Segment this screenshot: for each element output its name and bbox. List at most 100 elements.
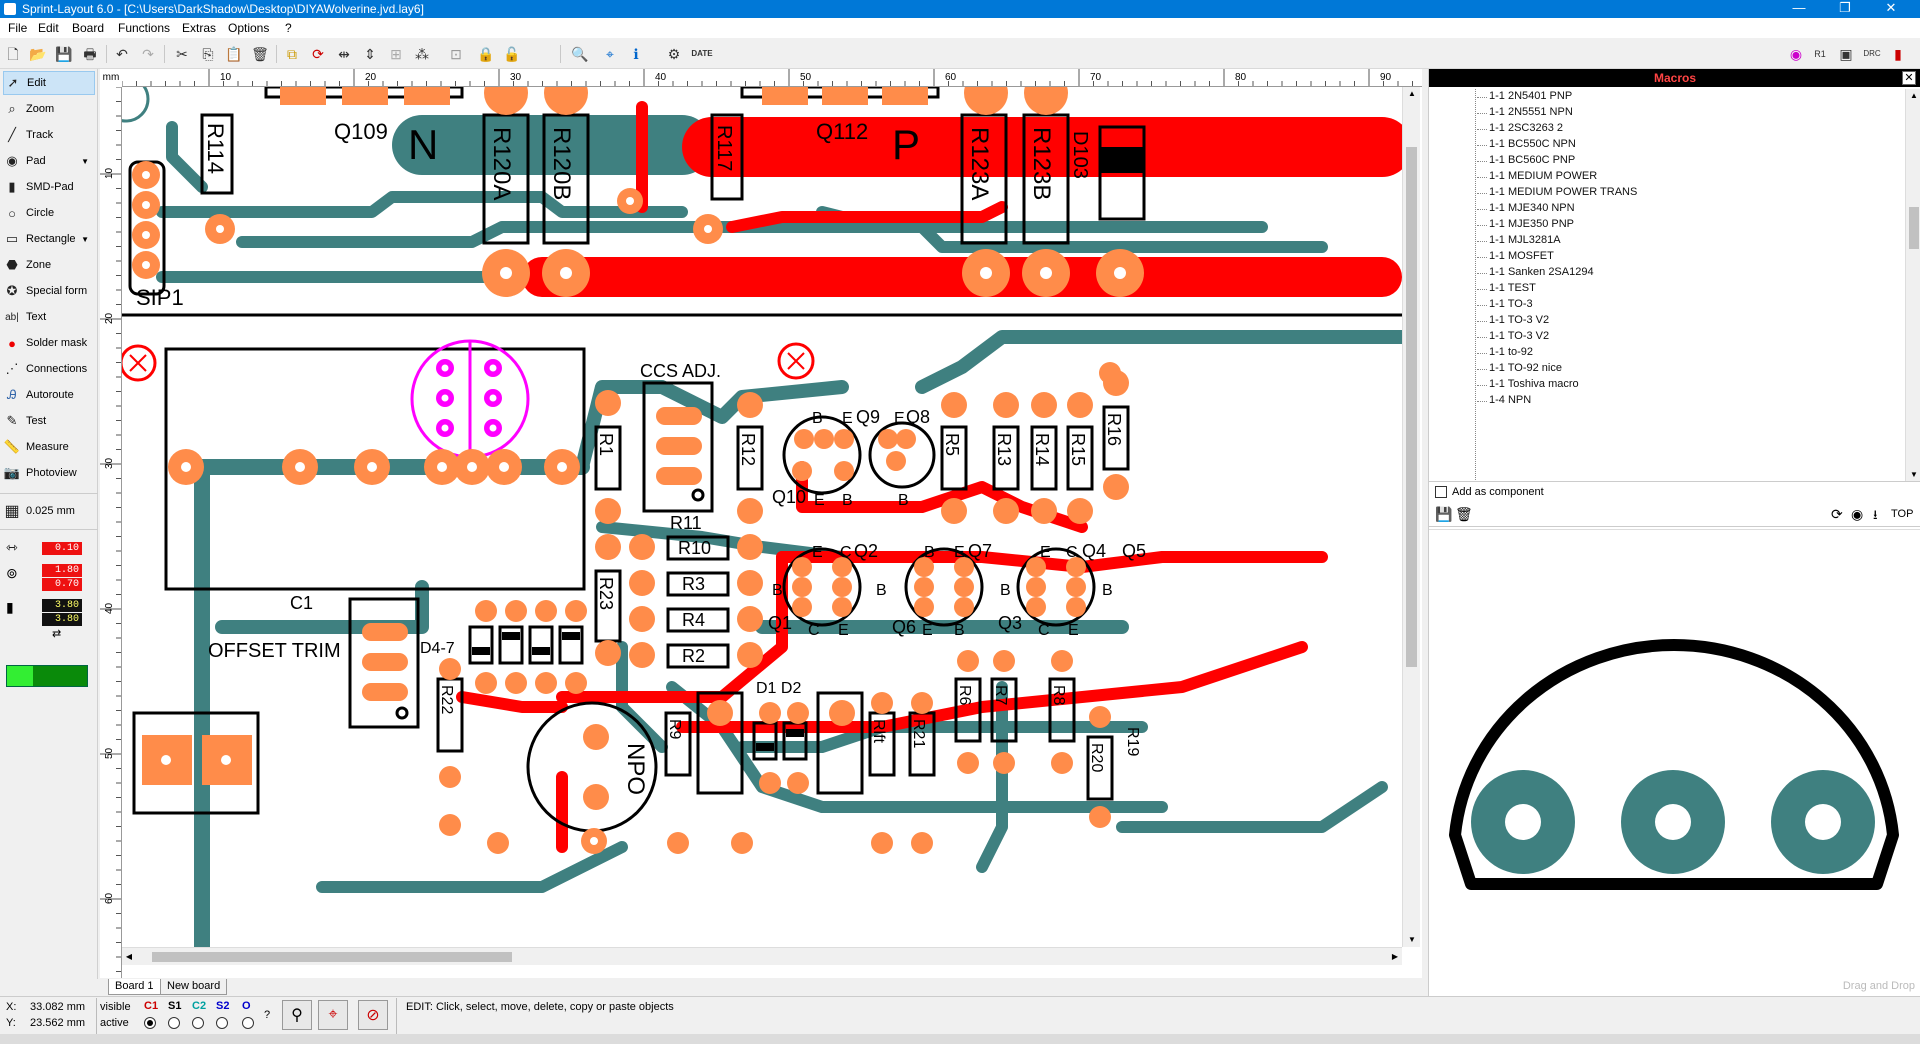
macro-item[interactable]: 1-1 TO-3 V2 [1489,330,1550,342]
macro-item[interactable]: 1-1 MJE350 PNP [1489,218,1574,230]
layer-help[interactable]: ? [264,1009,271,1021]
drc-r1-icon[interactable]: R1 [1814,48,1826,59]
macro-item[interactable]: 1-1 2N5401 PNP [1489,90,1573,102]
macro-item[interactable]: 1-1 MJE340 NPN [1489,202,1575,214]
ungroup-icon[interactable]: ⊡ [450,46,462,62]
active-layer-c1-radio[interactable] [144,1017,156,1029]
help-book-icon[interactable]: ▣ [1839,46,1853,62]
settings-icon[interactable]: ⚙ [667,46,681,62]
delete-macro-icon[interactable]: 🗑 [1455,506,1473,522]
print-icon[interactable]: 🖶 [83,46,97,62]
save-macro-icon[interactable]: 💾 [1435,506,1453,522]
macro-tree[interactable]: 1-1 2N5401 PNP 1-1 2N5551 NPN 1-1 2SC326… [1429,89,1920,482]
smd-height-field[interactable]: 3.80 [42,613,82,626]
macro-item[interactable]: 1-1 to-92 [1489,346,1534,358]
menu-options[interactable]: Options [228,21,270,35]
menu-board[interactable]: Board [72,21,105,35]
crosshair-icon[interactable]: ⌖ [606,46,614,62]
mirror-h-icon[interactable]: ⇹ [338,46,350,62]
unlock-icon[interactable]: 🔓 [503,46,521,62]
tool-smd-pad[interactable]: ▮SMD-Pad [3,175,95,199]
macro-item[interactable]: 1-1 TEST [1489,282,1536,294]
macro-item[interactable]: 1-1 MEDIUM POWER [1489,170,1598,182]
mirror-v-icon[interactable]: ⇕ [364,46,376,62]
new-file-icon[interactable]: 🗋 [7,46,19,62]
macro-item[interactable]: 1-1 TO-3 V2 [1489,314,1550,326]
macro-item[interactable]: 1-1 BC560C PNP [1489,154,1576,166]
scroll-up-icon[interactable]: ▲ [1408,89,1416,98]
zoom-fit-icon[interactable]: 🔍 [571,46,589,62]
restore-button[interactable]: ❐ [1839,0,1851,15]
tab-board-1[interactable]: Board 1 [108,979,161,995]
grid-selector[interactable]: ▦0.025 mm [3,499,95,523]
tool-pad[interactable]: ◉Pad▼ [3,149,95,173]
macro-preview[interactable]: Drag and Drop [1429,529,1920,996]
tool-rectangle[interactable]: ▭Rectangle▼ [3,227,95,251]
macro-item[interactable]: 1-1 Sanken 2SA1294 [1489,266,1594,278]
tool-photoview[interactable]: 📷Photoview [3,461,95,485]
connection-mode-icon[interactable]: ⚲ [282,1000,312,1030]
paste-icon[interactable]: 📋 [225,46,243,62]
macro-item[interactable]: 1-1 2SC3263 2 [1489,122,1563,134]
layer-c1[interactable]: C1 [144,1000,159,1012]
menu-extras[interactable]: Extras [182,21,217,35]
menu-help[interactable]: ? [285,21,292,35]
macro-item[interactable]: 1-1 MJL3281A [1489,234,1561,246]
undo-icon[interactable]: ↶ [116,46,128,62]
macro-item[interactable]: 1-1 Toshiva macro [1489,378,1579,390]
open-file-icon[interactable]: 📂 [29,46,47,62]
import-icon[interactable]: ⭳ [1873,507,1878,522]
layer-s1[interactable]: S1 [168,1000,182,1012]
rubberband-off-icon[interactable]: ⊘ [358,1000,388,1030]
active-layer-c2-radio[interactable] [192,1017,204,1029]
lock-icon[interactable]: 🔒 [477,46,495,62]
vertical-scrollbar[interactable]: ▲ ▼ [1402,87,1420,947]
macro-item[interactable]: 1-1 TO-92 nice [1489,362,1562,374]
tab-new-board[interactable]: New board [160,979,228,995]
scroll-down-icon[interactable]: ▼ [1408,935,1416,944]
scroll-right-icon[interactable]: ▶ [1391,952,1399,961]
export-icon[interactable]: ▮ [1894,46,1902,62]
cut-icon[interactable]: ✂ [176,46,188,62]
pad-inner-field[interactable]: 0.70 [42,578,82,591]
photo-icon[interactable]: ◉ [1789,46,1803,62]
macro-item[interactable]: 1-4 NPN [1489,394,1532,406]
active-layer-s2-radio[interactable] [216,1017,228,1029]
chevron-down-icon[interactable]: ▼ [81,156,89,166]
tool-solder-mask[interactable]: ●Solder mask [3,331,95,355]
save-icon[interactable]: 💾 [55,46,73,62]
date-icon[interactable]: DATE [691,49,713,58]
layer-o[interactable]: O [242,1000,251,1012]
track-width-field[interactable]: 0.10 [42,542,82,555]
macro-list-scrollbar[interactable]: ▲ ▼ [1905,89,1920,481]
horizontal-scrollbar[interactable]: ◀ ▶ [122,947,1402,965]
tool-connections[interactable]: ⋰Connections [3,357,95,381]
menu-file[interactable]: File [8,21,28,35]
tool-special-form[interactable]: ✪Special form [3,279,95,303]
macro-item[interactable]: 1-1 2N5551 NPN [1489,106,1573,118]
horizontal-scroll-thumb[interactable] [152,952,512,962]
active-layer-o-radio[interactable] [242,1017,254,1029]
top-layer-label[interactable]: TOP [1891,508,1914,520]
drc-icon[interactable]: DRC [1863,49,1881,58]
macro-item[interactable]: 1-1 BC550C NPN [1489,138,1576,150]
snap-target-icon[interactable]: ⌖ [318,1000,348,1030]
delete-icon[interactable]: 🗑 [251,46,269,62]
chevron-down-icon[interactable]: ▼ [81,234,89,244]
info-icon[interactable]: ℹ [633,46,639,62]
close-button[interactable]: ✕ [1885,0,1897,15]
pcb-drawing[interactable]: Q109 N Q112 P R114 R120A R120B R117 R123… [122,87,1402,947]
menu-functions[interactable]: Functions [118,21,171,35]
duplicate-icon[interactable]: ⧉ [287,46,297,62]
layer-macro-icon[interactable]: ◉ [1851,506,1864,522]
swap-icon[interactable]: ⇄ [52,628,62,640]
redo-icon[interactable]: ↷ [142,46,154,62]
tool-test[interactable]: ✎Test [3,409,95,433]
layer-c2[interactable]: C2 [192,1000,207,1012]
tool-zone[interactable]: ⬣Zone [3,253,95,277]
active-layer-s1-radio[interactable] [168,1017,180,1029]
align-icon[interactable]: ⊞ [390,46,402,62]
rotate-icon[interactable]: ⟳ [312,46,324,62]
macro-item[interactable]: 1-1 MEDIUM POWER TRANS [1489,186,1638,198]
scroll-down-icon[interactable]: ▼ [1910,470,1918,479]
